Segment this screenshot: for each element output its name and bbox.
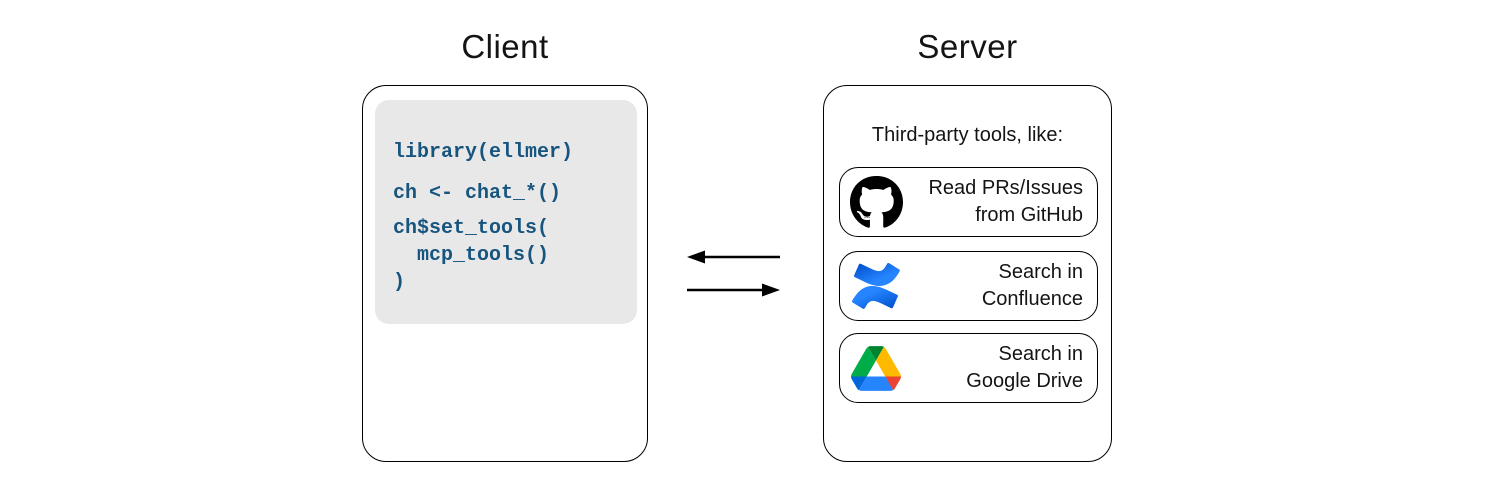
server-subtitle: Third-party tools, like:: [871, 124, 1064, 146]
tool-label-line: Confluence: [981, 288, 1083, 310]
tool-label-confluence: Search in Confluence: [982, 259, 1083, 313]
client-server-arrows: [687, 250, 780, 297]
tool-label-line: Read PRs/Issues: [928, 177, 1083, 199]
tool-label-line: Search in: [998, 261, 1084, 283]
code-line-chat: ch <- chat_*(): [393, 182, 562, 205]
tool-card-confluence: Search in Confluence: [839, 251, 1098, 321]
right-arrow-icon: [687, 283, 780, 297]
code-line-library: library(ellmer): [393, 141, 574, 164]
tool-card-github: Read PRs/Issues from GitHub: [839, 167, 1098, 237]
code-line-set-tools: ch$set_tools(: [393, 217, 550, 240]
tool-label-line: Search in: [998, 343, 1084, 365]
client-title: Client: [461, 28, 549, 65]
server-title: Server: [917, 28, 1018, 65]
client-code-block: library(ellmer) ch <- chat_*() ch$set_to…: [375, 100, 637, 324]
github-icon: [848, 175, 904, 230]
google-drive-icon: [848, 345, 904, 391]
code-line-mcp-tools: mcp_tools(): [393, 244, 550, 267]
tool-card-google-drive: Search in Google Drive: [839, 333, 1098, 403]
confluence-icon: [848, 263, 904, 309]
tool-label-google-drive: Search in Google Drive: [966, 341, 1083, 395]
tool-label-github: Read PRs/Issues from GitHub: [928, 175, 1083, 229]
server-box: Third-party tools, like: Read PRs/Issues…: [823, 85, 1112, 462]
tool-label-line: Google Drive: [966, 370, 1083, 392]
tool-label-line: from GitHub: [975, 204, 1083, 226]
code-line-close-paren: ): [393, 271, 406, 294]
client-box: library(ellmer) ch <- chat_*() ch$set_to…: [362, 85, 648, 462]
left-arrow-icon: [687, 250, 780, 264]
